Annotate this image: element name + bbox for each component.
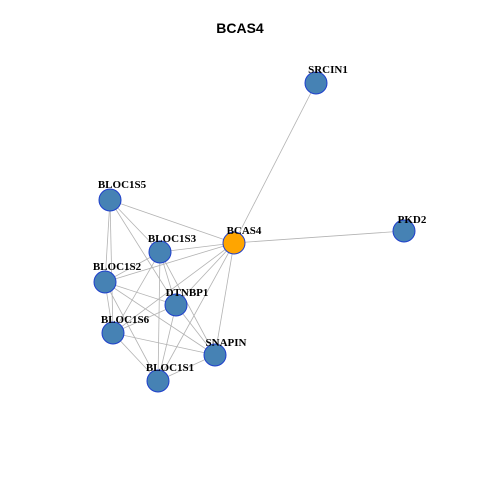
edge-bcas4-bloc1s2 xyxy=(104,242,235,283)
node-label-snapin: SNAPIN xyxy=(206,337,247,349)
node-label-bloc1s3: BLOC1S3 xyxy=(148,233,197,245)
node-dtnbp1[interactable] xyxy=(164,293,188,317)
edge-bloc1s2-dtnbp1 xyxy=(104,281,177,306)
node-label-srcin1: SRCIN1 xyxy=(308,64,348,76)
graph-title: BCAS4 xyxy=(216,20,264,36)
node-layer xyxy=(93,71,416,393)
label-layer: SRCIN1BLOC1S5PKD2BCAS4BLOC1S3BLOC1S2DTNB… xyxy=(93,64,427,374)
node-srcin1[interactable] xyxy=(304,71,328,95)
edge-bloc1s3-bloc1s1 xyxy=(157,251,161,382)
node-pkd2[interactable] xyxy=(392,219,416,243)
edge-bcas4-snapin xyxy=(214,242,235,356)
edge-bloc1s6-snapin xyxy=(112,332,216,356)
node-bloc1s5[interactable] xyxy=(98,188,122,212)
edge-bloc1s2-bloc1s1 xyxy=(104,281,159,382)
edge-bcas4-bloc1s5 xyxy=(109,199,235,244)
node-label-pkd2: PKD2 xyxy=(398,214,427,226)
edge-bloc1s5-bloc1s6 xyxy=(109,199,114,334)
node-label-bcas4: BCAS4 xyxy=(227,225,262,237)
node-bloc1s3[interactable] xyxy=(148,240,172,264)
node-label-bloc1s5: BLOC1S5 xyxy=(98,179,147,191)
edge-bloc1s5-bloc1s2 xyxy=(104,199,111,283)
node-bloc1s6[interactable] xyxy=(101,321,125,345)
edge-bloc1s2-snapin xyxy=(104,281,216,356)
edge-bcas4-srcin1 xyxy=(233,82,317,244)
edge-dtnbp1-bloc1s1 xyxy=(157,304,177,382)
node-snapin[interactable] xyxy=(203,343,227,367)
edge-bcas4-bloc1s6 xyxy=(112,242,235,334)
edge-bcas4-bloc1s3 xyxy=(159,242,235,253)
node-bloc1s2[interactable] xyxy=(93,270,117,294)
node-label-bloc1s2: BLOC1S2 xyxy=(93,261,142,273)
node-label-bloc1s1: BLOC1S1 xyxy=(146,362,194,374)
node-bloc1s1[interactable] xyxy=(146,369,170,393)
edge-bcas4-dtnbp1 xyxy=(175,242,235,306)
edge-bloc1s5-dtnbp1 xyxy=(109,199,177,306)
edge-bloc1s3-snapin xyxy=(159,251,216,356)
node-bcas4[interactable] xyxy=(222,231,246,255)
node-label-dtnbp1: DTNBP1 xyxy=(166,287,209,299)
edge-bcas4-bloc1s1 xyxy=(157,242,235,382)
edge-bloc1s5-bloc1s3 xyxy=(109,199,161,253)
edge-bcas4-pkd2 xyxy=(233,230,405,244)
node-label-bloc1s6: BLOC1S6 xyxy=(101,314,150,326)
